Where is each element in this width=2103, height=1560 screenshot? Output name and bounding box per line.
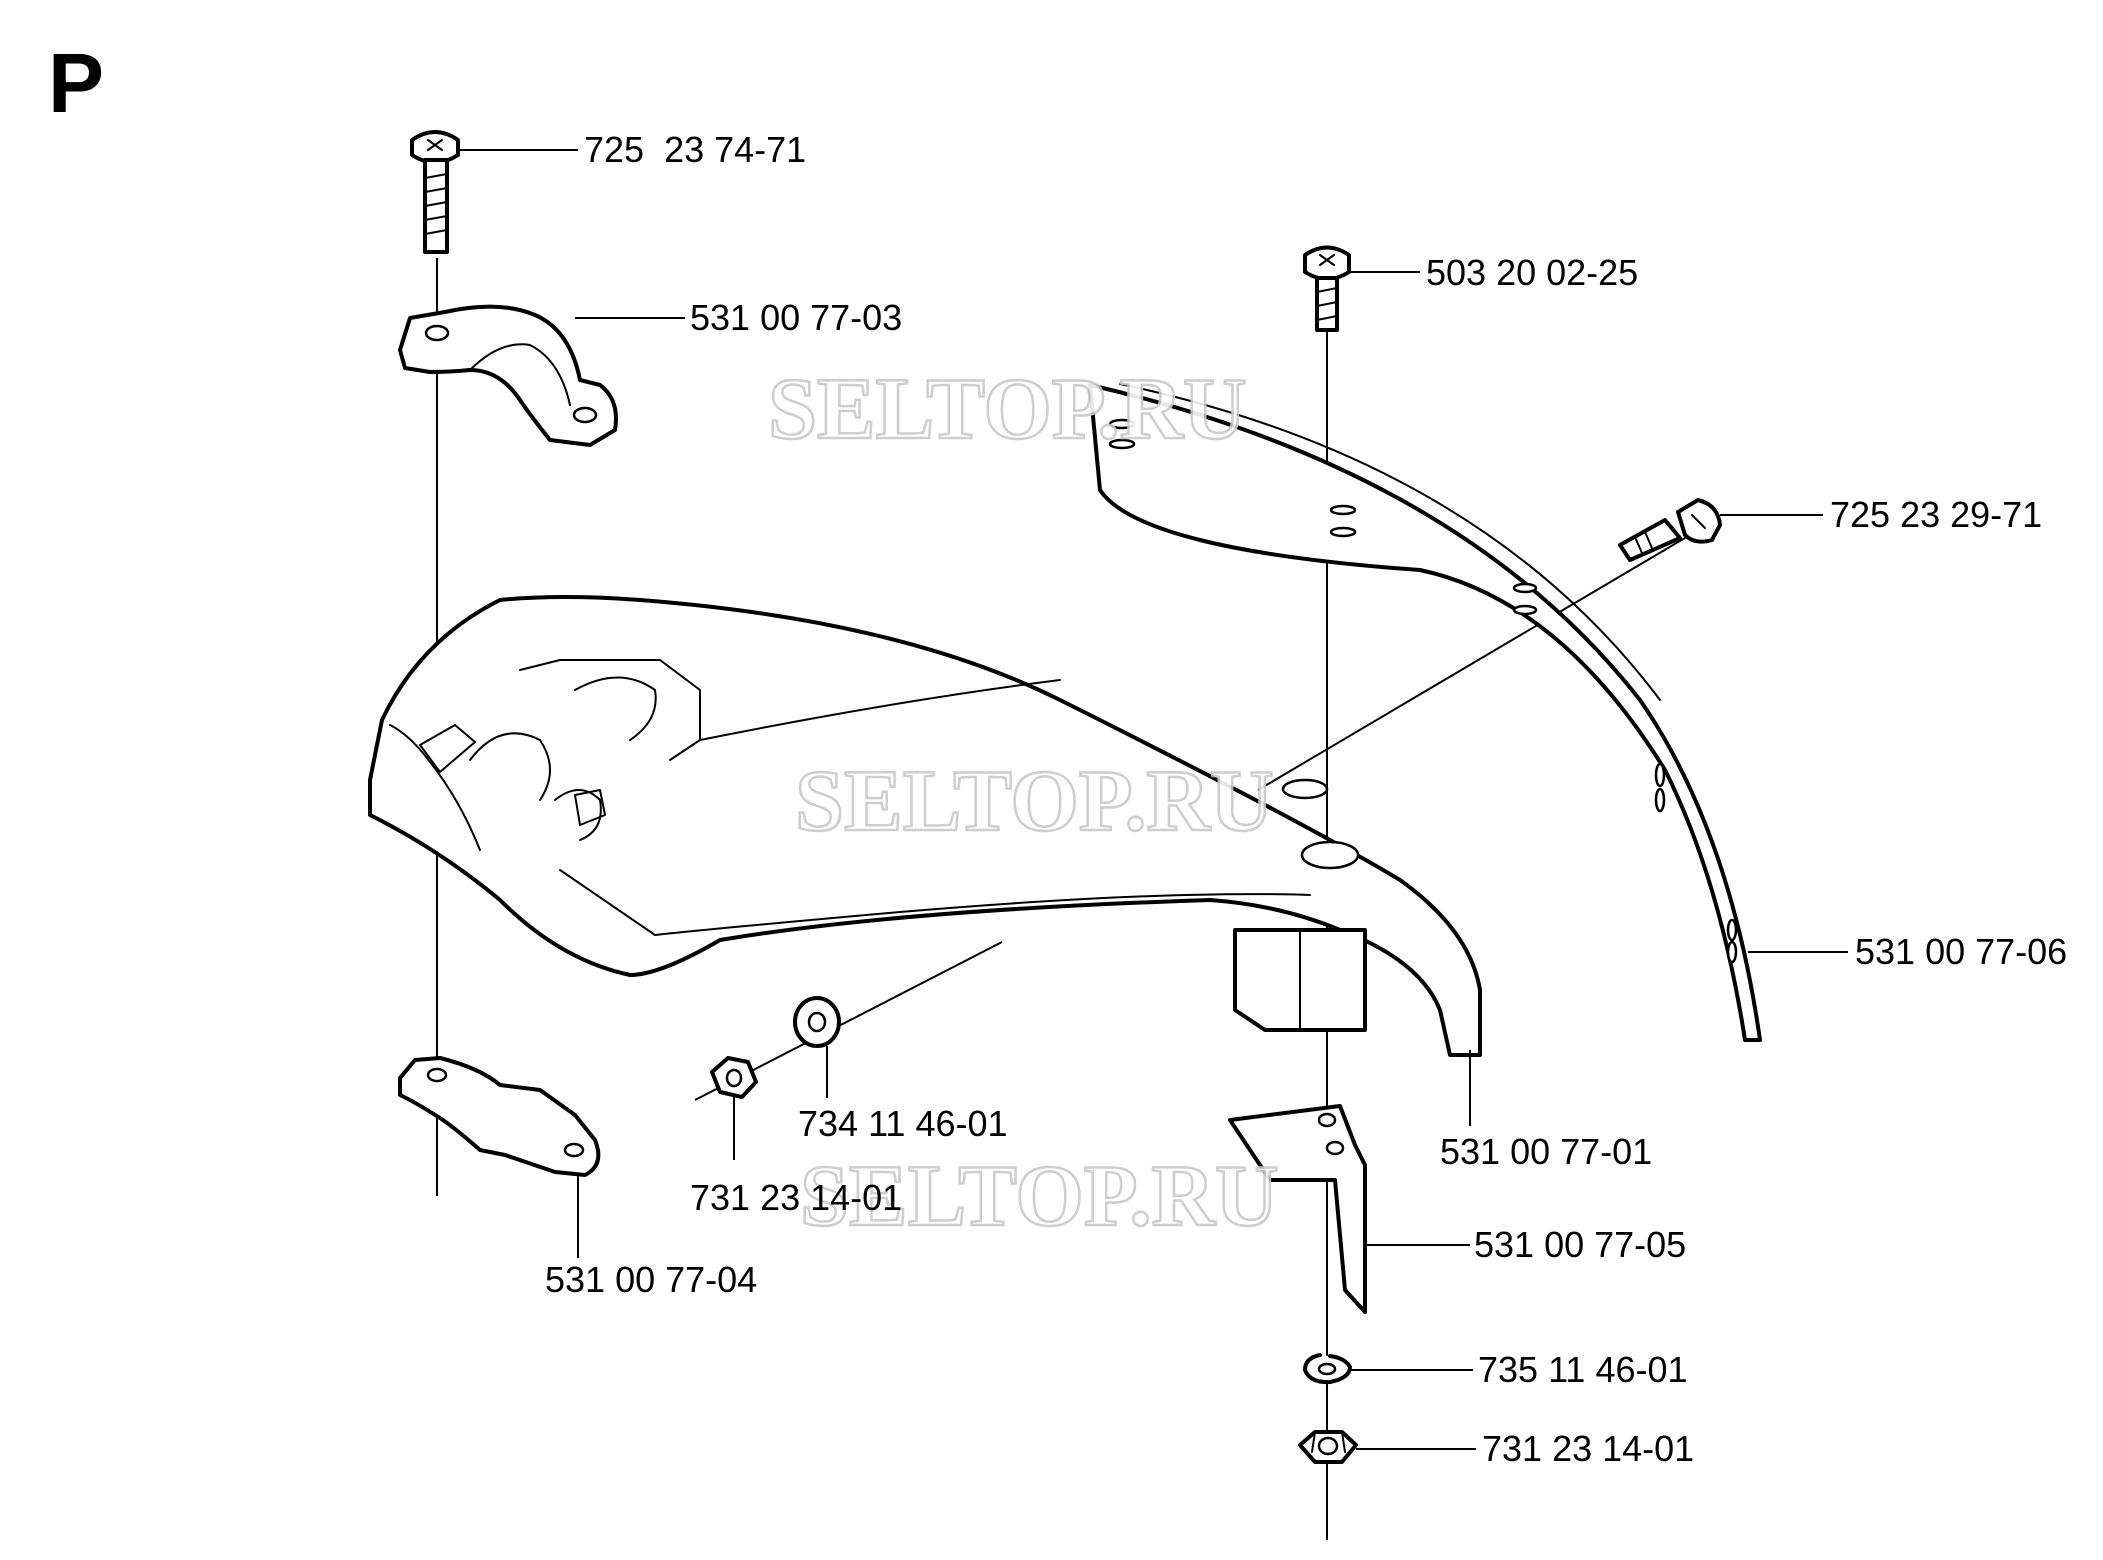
- part-label-blade-strip: 531 00 77-06: [1855, 931, 2067, 972]
- bolt-right-icon: [1618, 498, 1722, 562]
- part-label-washer: 734 11 46-01: [798, 1103, 1008, 1144]
- part-label-bracket: 531 00 77-05: [1474, 1224, 1686, 1265]
- watermark: SELTOP.RU: [795, 753, 1274, 850]
- bolt-top-left-icon: [410, 130, 460, 254]
- lock-washer-icon: [1303, 1353, 1352, 1385]
- bolt-top-right-icon: [1303, 245, 1351, 332]
- watermark: SELTOP.RU: [768, 361, 1247, 458]
- section-letter: P: [48, 36, 104, 130]
- part-label-bolt-right: 725 23 29-71: [1830, 494, 2042, 535]
- nut-bottom-icon: [1298, 1430, 1358, 1464]
- upper-clamp-icon: [398, 304, 618, 447]
- part-label-nut-bottom: 731 23 14-01: [1482, 1428, 1694, 1469]
- lower-clamp-icon: [398, 1056, 601, 1177]
- part-label-clamp-lower: 531 00 77-04: [545, 1259, 757, 1300]
- washer-icon: [793, 996, 841, 1048]
- nut-left-icon: [710, 1056, 758, 1099]
- side-bolt-axis: [1257, 534, 1691, 791]
- part-label-clamp-upper: 531 00 77-03: [690, 297, 902, 338]
- part-label-nut-left: 731 23 14-01: [690, 1177, 902, 1218]
- part-label-bolt-top-left: 725 23 74-71: [584, 129, 806, 170]
- guard-icon: [368, 595, 1482, 1057]
- part-label-lock-washer: 735 11 46-01: [1478, 1349, 1688, 1390]
- bracket-icon: [1228, 1104, 1367, 1314]
- part-label-bolt-top-right: 503 20 02-25: [1426, 252, 1638, 293]
- blade-strip-icon: [1088, 383, 1762, 1042]
- part-label-guard: 531 00 77-01: [1440, 1131, 1652, 1172]
- watermark: SELTOP.RU: [800, 1148, 1279, 1245]
